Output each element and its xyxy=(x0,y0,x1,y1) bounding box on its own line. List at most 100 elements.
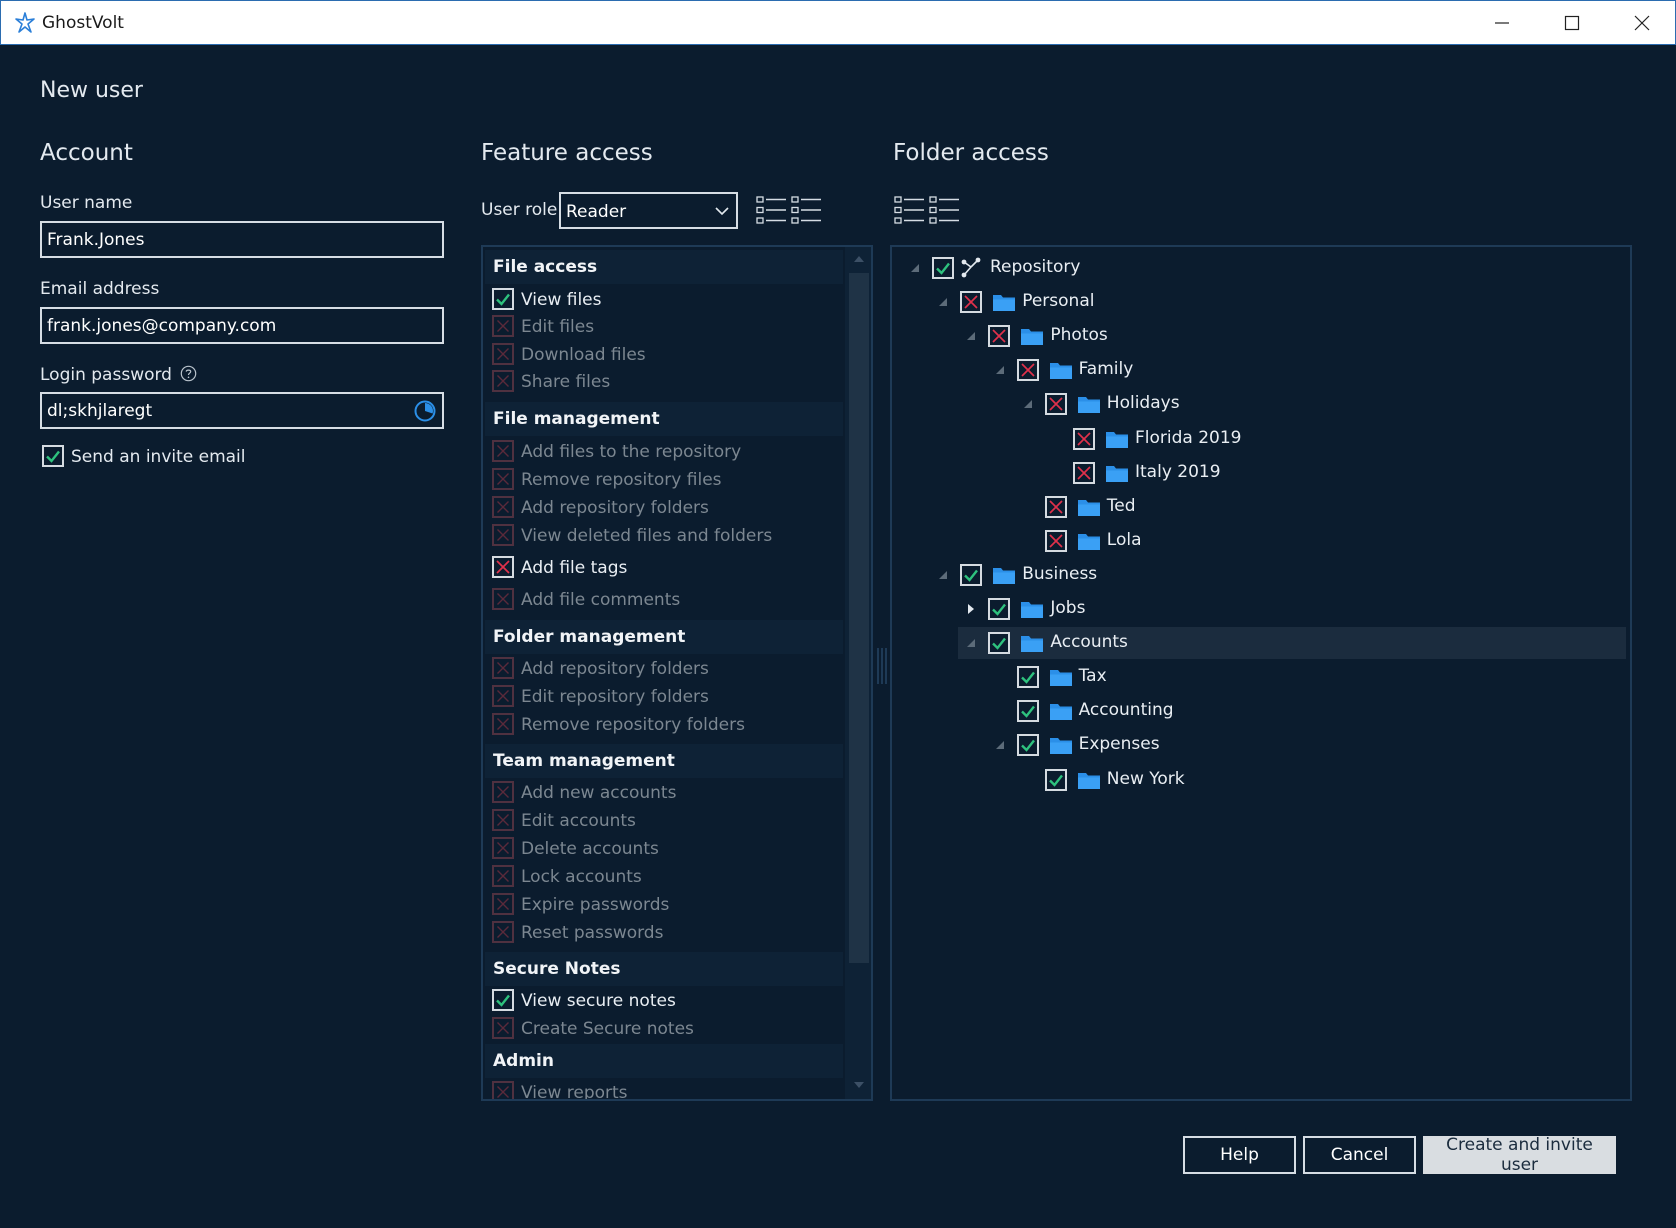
close-button[interactable] xyxy=(1607,1,1676,45)
checkbox-view-reports[interactable] xyxy=(492,1081,514,1099)
expanded-triangle-icon[interactable] xyxy=(965,637,977,649)
expanded-triangle-icon[interactable] xyxy=(937,569,949,581)
tree-row-expenses[interactable]: Expenses xyxy=(892,729,1630,761)
minimize-button[interactable] xyxy=(1467,1,1537,45)
checkbox-lock-accounts[interactable] xyxy=(492,865,514,887)
feature-item-label: Download files xyxy=(521,345,646,365)
scroll-down-button[interactable] xyxy=(849,1075,869,1095)
folder-checkbox[interactable] xyxy=(988,598,1011,620)
folder-checkbox[interactable] xyxy=(1016,700,1039,723)
help-button[interactable]: Help xyxy=(1183,1136,1296,1174)
checkbox-create-secure-notes[interactable] xyxy=(492,1017,514,1039)
tree-row-ted[interactable]: Ted xyxy=(892,491,1630,523)
checkbox-add-file-comments[interactable] xyxy=(492,588,514,610)
cross-icon xyxy=(497,718,509,730)
tree-row-tax[interactable]: Tax xyxy=(892,661,1630,693)
tree-row-new-york[interactable]: New York xyxy=(892,764,1630,796)
checkbox-edit-files[interactable] xyxy=(492,315,514,337)
feature-item-label: Lock accounts xyxy=(521,867,642,887)
cross-icon xyxy=(497,842,509,854)
cross-icon xyxy=(497,529,509,541)
folder-checkbox[interactable] xyxy=(1073,427,1095,450)
checkbox-edit-accounts[interactable] xyxy=(492,809,514,831)
checkbox-delete-accounts[interactable] xyxy=(492,837,514,859)
checkbox-add-repo-folders[interactable] xyxy=(492,657,514,679)
feature-access-list[interactable]: File access View files Edit files Downlo… xyxy=(481,245,873,1101)
folder-checkbox[interactable] xyxy=(988,325,1011,348)
checkbox-edit-repo-folders[interactable] xyxy=(492,685,514,707)
tree-row-personal[interactable]: Personal xyxy=(892,286,1630,318)
folder-checkbox[interactable] xyxy=(1044,393,1067,416)
expanded-triangle-icon[interactable] xyxy=(994,739,1006,751)
expanded-triangle-icon[interactable] xyxy=(1022,398,1034,410)
tree-row-repository[interactable]: Repository xyxy=(892,252,1630,284)
maximize-button[interactable] xyxy=(1537,1,1607,45)
checkbox-add-accounts[interactable] xyxy=(492,781,514,803)
checkbox-download-files[interactable] xyxy=(492,343,514,365)
checkbox-view-files[interactable] xyxy=(492,288,514,310)
tree-row-photos[interactable]: Photos xyxy=(892,320,1630,352)
checkbox-remove-repo-folders[interactable] xyxy=(492,713,514,735)
folder-checkbox[interactable] xyxy=(1044,768,1067,791)
folder-checkbox[interactable] xyxy=(932,257,954,279)
tree-row-jobs[interactable]: Jobs xyxy=(892,593,1630,625)
folder-label: Family xyxy=(1078,359,1134,380)
checkbox-expire-passwords[interactable] xyxy=(492,893,514,915)
folder-checkbox[interactable] xyxy=(1016,359,1039,382)
folder-checkbox[interactable] xyxy=(1073,461,1095,484)
user-role-select[interactable]: Reader xyxy=(559,192,738,229)
folder-label: Personal xyxy=(1022,291,1095,312)
checkbox-add-file-tags[interactable] xyxy=(492,556,514,578)
tree-row-lola[interactable]: Lola xyxy=(892,525,1630,557)
cross-icon xyxy=(497,375,509,387)
password-field[interactable]: dl;skhjlaregt xyxy=(40,392,444,429)
checkbox-share-files[interactable] xyxy=(492,370,514,392)
tree-row-italy-2019[interactable]: Italy 2019 xyxy=(892,457,1630,489)
checkbox-add-folders[interactable] xyxy=(492,496,514,518)
tree-row-accounts[interactable]: Accounts xyxy=(892,627,1630,660)
expanded-triangle-icon[interactable] xyxy=(937,296,949,308)
invite-email-checkbox[interactable] xyxy=(42,445,64,467)
username-field[interactable]: Frank.Jones xyxy=(40,221,444,258)
cancel-button[interactable]: Cancel xyxy=(1303,1136,1416,1174)
tree-row-florida-2019[interactable]: Florida 2019 xyxy=(892,423,1630,455)
email-field[interactable]: frank.jones@company.com xyxy=(40,307,444,344)
expand-all-icon[interactable] xyxy=(756,195,788,225)
collapse-all-folders-icon[interactable] xyxy=(929,195,961,225)
checkbox-view-deleted[interactable] xyxy=(492,524,514,546)
splitter-grip-icon[interactable] xyxy=(876,648,888,684)
tree-row-business[interactable]: Business xyxy=(892,559,1630,591)
help-circle-icon[interactable] xyxy=(180,365,197,382)
tree-row-holidays[interactable]: Holidays xyxy=(892,388,1630,420)
scroll-up-button[interactable] xyxy=(849,249,869,269)
collapse-all-icon[interactable] xyxy=(791,195,823,225)
user-role-label: User role xyxy=(481,200,558,220)
checkmark-icon xyxy=(496,293,510,306)
expand-all-folders-icon[interactable] xyxy=(894,195,926,225)
checkbox-reset-passwords[interactable] xyxy=(492,921,514,943)
password-strength-icon[interactable] xyxy=(413,399,437,423)
folder-checkbox[interactable] xyxy=(1044,495,1067,518)
folder-checkbox[interactable] xyxy=(1044,529,1067,552)
cross-icon xyxy=(497,1022,509,1034)
tree-row-family[interactable]: Family xyxy=(892,354,1630,386)
create-and-invite-button[interactable]: Create and invite user xyxy=(1423,1135,1616,1175)
tree-row-accounting[interactable]: Accounting xyxy=(892,695,1630,727)
expanded-triangle-icon[interactable] xyxy=(909,262,921,274)
checkbox-add-files[interactable] xyxy=(492,440,514,462)
feature-item-label: Edit repository folders xyxy=(521,687,709,707)
folder-checkbox[interactable] xyxy=(1016,666,1039,689)
collapsed-triangle-icon[interactable] xyxy=(965,603,977,615)
folder-checkbox[interactable] xyxy=(988,632,1011,655)
ghostvolt-logo-icon xyxy=(15,12,35,33)
checkmark-icon xyxy=(496,994,510,1007)
folder-checkbox[interactable] xyxy=(1016,734,1039,757)
folder-checkbox[interactable] xyxy=(960,563,983,586)
folder-checkbox[interactable] xyxy=(960,291,983,314)
expanded-triangle-icon[interactable] xyxy=(965,330,977,342)
checkbox-view-secure-notes[interactable] xyxy=(492,989,514,1011)
feature-scrollbar-thumb[interactable] xyxy=(849,273,869,963)
expanded-triangle-icon[interactable] xyxy=(994,364,1006,376)
checkbox-remove-files[interactable] xyxy=(492,468,514,490)
